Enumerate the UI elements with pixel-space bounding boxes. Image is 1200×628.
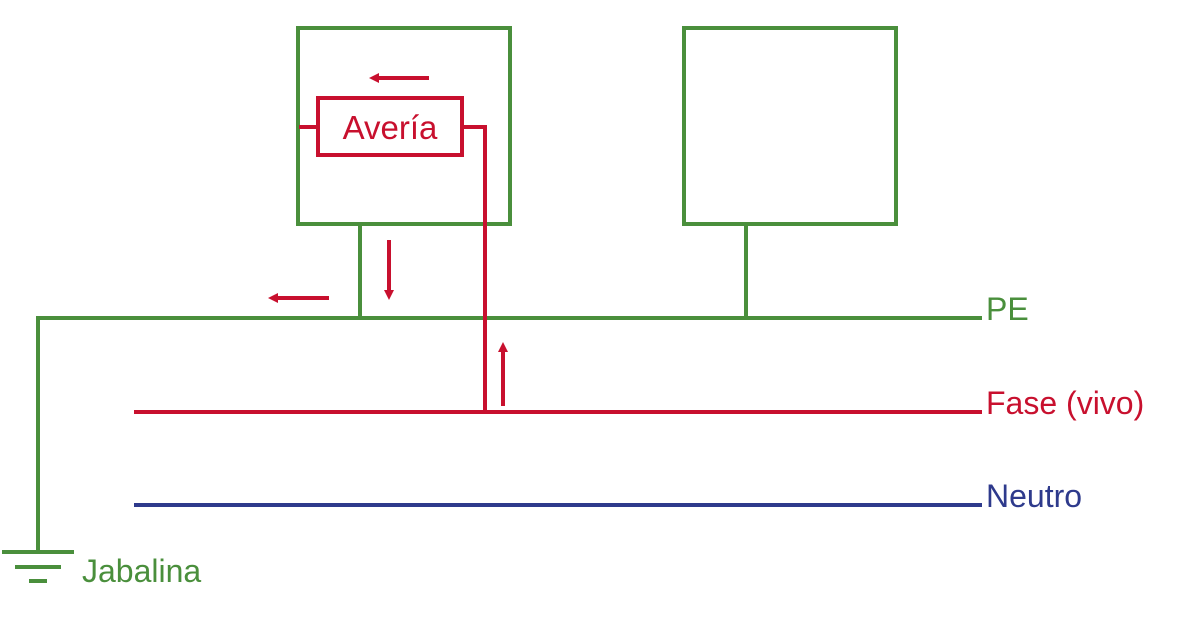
pe-label: PE (986, 291, 1029, 327)
fault-box (316, 96, 464, 157)
fault-path-phase-riser (463, 125, 487, 412)
ground-rod-label: Jabalina (82, 553, 201, 589)
equipment-enclosure-2 (682, 26, 898, 226)
equipment-enclosure-1 (296, 26, 512, 226)
phase-label: Fase (vivo) (986, 385, 1144, 421)
neutral-label: Neutro (986, 478, 1082, 514)
fault-label: Avería (343, 109, 438, 146)
earth-ground-icon (2, 550, 74, 583)
